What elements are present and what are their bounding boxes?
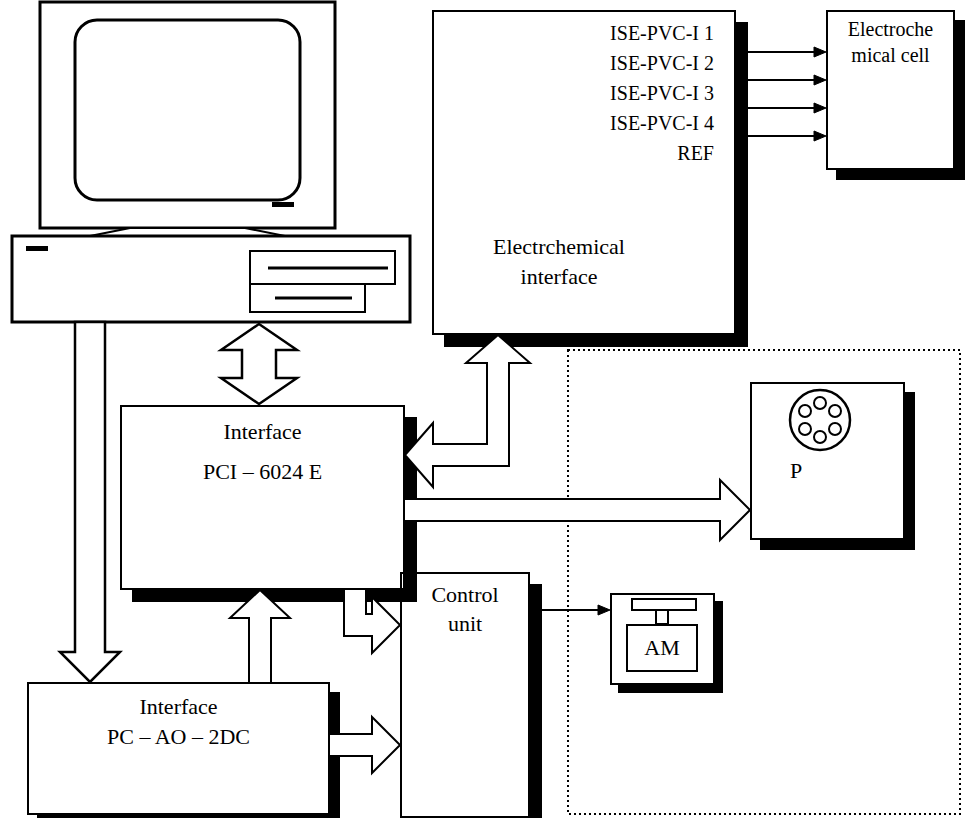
drive-slot [268, 267, 388, 270]
box-label: Interface [29, 692, 328, 722]
connector-fill [250, 616, 270, 682]
connector-arrow [355, 590, 400, 653]
connector-arrow [405, 335, 530, 487]
interface-box: InterfacePC – AO – 2DC [27, 682, 330, 815]
arrow-head [814, 47, 826, 57]
stirrer-handle [632, 599, 696, 610]
box-label: PC – AO – 2DC [29, 722, 328, 752]
arrow-head [814, 75, 826, 85]
arrow-head [814, 103, 826, 113]
monitor-screen [75, 20, 300, 200]
electrochemical-interface-box: ISE-PVC-I 1ISE-PVC-I 2ISE-PVC-I 3ISE-PVC… [432, 10, 736, 335]
pump-hole [829, 405, 841, 417]
connector-arrow [405, 480, 750, 540]
drive-bay [250, 284, 365, 312]
monitor-button [272, 202, 294, 207]
connector-line [736, 51, 814, 53]
arrow-head [405, 423, 433, 487]
connector-line [736, 135, 814, 137]
pump-hole [814, 397, 826, 409]
connector-arrow [736, 131, 826, 141]
connector-arrow [736, 75, 826, 85]
box-label: ISE-PVC-I 3 [434, 78, 714, 108]
arrow-head [598, 605, 610, 615]
box-label: Electroche mical cell [841, 16, 941, 68]
box-label: REF [434, 138, 714, 168]
connector-fill [355, 590, 374, 625]
pump-symbol [790, 390, 850, 450]
interface-box: InterfacePCI – 6024 E [120, 405, 405, 590]
box-label: P [790, 456, 903, 486]
drive-bay [250, 251, 395, 284]
pump-hole [799, 405, 811, 417]
stirrer-stem [656, 610, 668, 624]
arrow-head [372, 717, 400, 773]
box-label: Interface [122, 412, 403, 452]
box-label: Electrchemical interface [474, 232, 644, 292]
arrow-head [720, 480, 750, 540]
control-unit-box: Control unit [400, 572, 530, 818]
connector-arrow [330, 717, 400, 773]
connector-fill [330, 735, 374, 755]
connector-line [736, 107, 814, 109]
pump-box: P [750, 382, 905, 540]
dotted-region [568, 350, 960, 814]
arrow-head [372, 597, 400, 653]
drive-slot [275, 297, 352, 300]
box-label: PCI – 6024 E [122, 452, 403, 492]
box-label: ISE-PVC-I 4 [434, 108, 714, 138]
arrow-head [466, 335, 530, 363]
monitor [40, 2, 335, 228]
stirrer-box: AM [610, 593, 715, 685]
connector-fill [431, 361, 498, 455]
electrochemical-cell-box: Electroche mical cell [826, 10, 955, 170]
connector-line [736, 79, 814, 81]
bus-arrow [60, 322, 120, 682]
connector-fill [405, 500, 722, 520]
pump-hole [814, 431, 826, 443]
arrow-head [230, 590, 290, 618]
bus-arrow [221, 324, 297, 404]
pc-led [26, 246, 48, 251]
pump-hole [799, 423, 811, 435]
box-label: ISE-PVC-I 2 [434, 48, 714, 78]
arrow-head [814, 131, 826, 141]
pc-case [12, 236, 410, 322]
connector-arrow [530, 605, 610, 615]
connector-line [530, 609, 598, 611]
pump-hole [829, 423, 841, 435]
connector-arrow [230, 590, 290, 682]
box-label: AM [626, 624, 698, 672]
connector-arrow [736, 103, 826, 113]
box-label: ISE-PVC-I 1 [434, 18, 714, 48]
connector-arrow [736, 47, 826, 57]
box-label: Control unit [420, 580, 510, 638]
